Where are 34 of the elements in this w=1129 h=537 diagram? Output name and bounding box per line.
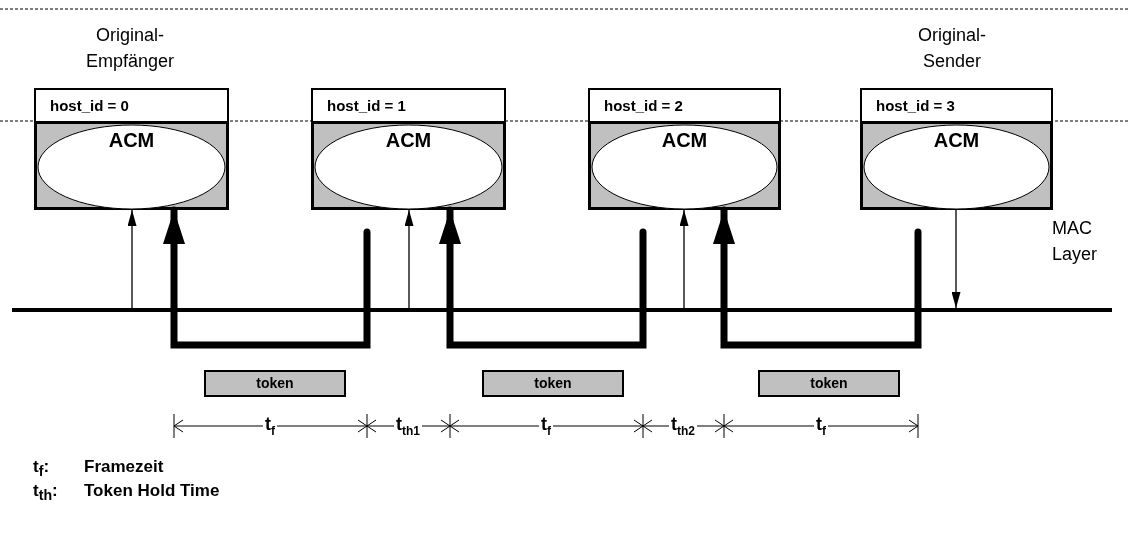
token-path-arrow bbox=[713, 206, 922, 349]
host-id-label: host_id = 2 bbox=[588, 88, 781, 124]
host-id-label: host_id = 3 bbox=[860, 88, 1053, 124]
duration-label: t$_{f}$ bbox=[539, 414, 553, 438]
token-label: token bbox=[204, 370, 346, 397]
legend-text: Framezeit bbox=[84, 457, 164, 477]
token-label: token bbox=[758, 370, 900, 397]
legend-text: Token Hold Time bbox=[84, 481, 220, 501]
acm-label: ACM bbox=[384, 129, 433, 152]
duration-label: t$_{th1}$ bbox=[394, 414, 422, 438]
arrow bbox=[127, 209, 137, 309]
arrow bbox=[679, 209, 689, 309]
token-label: token bbox=[482, 370, 624, 397]
host-id-label: host_id = 0 bbox=[34, 88, 229, 124]
host-box bbox=[311, 88, 506, 210]
duration-label: t$_{f}$ bbox=[814, 414, 828, 438]
arrow bbox=[951, 209, 961, 309]
legend-symbol: t$_{f}$: bbox=[33, 457, 50, 480]
token-path-arrow bbox=[163, 206, 371, 349]
duration-label: t$_{th2}$ bbox=[669, 414, 697, 438]
host-box bbox=[34, 88, 229, 210]
host-box bbox=[588, 88, 781, 210]
role-caption: Original- Empfänger bbox=[84, 24, 176, 73]
layer-label: MAC Layer bbox=[1052, 217, 1099, 266]
acm-label: ACM bbox=[107, 129, 156, 152]
duration-label: t$_{f}$ bbox=[263, 414, 277, 438]
token-path-arrow bbox=[439, 206, 647, 349]
acm-label: ACM bbox=[932, 129, 981, 152]
host-id-label: host_id = 1 bbox=[311, 88, 506, 124]
acm-label: ACM bbox=[660, 129, 709, 152]
arrow bbox=[404, 209, 414, 309]
legend-symbol: t$_{th}$: bbox=[33, 481, 58, 504]
host-box bbox=[860, 88, 1053, 210]
role-caption: Original- Sender bbox=[917, 24, 987, 73]
